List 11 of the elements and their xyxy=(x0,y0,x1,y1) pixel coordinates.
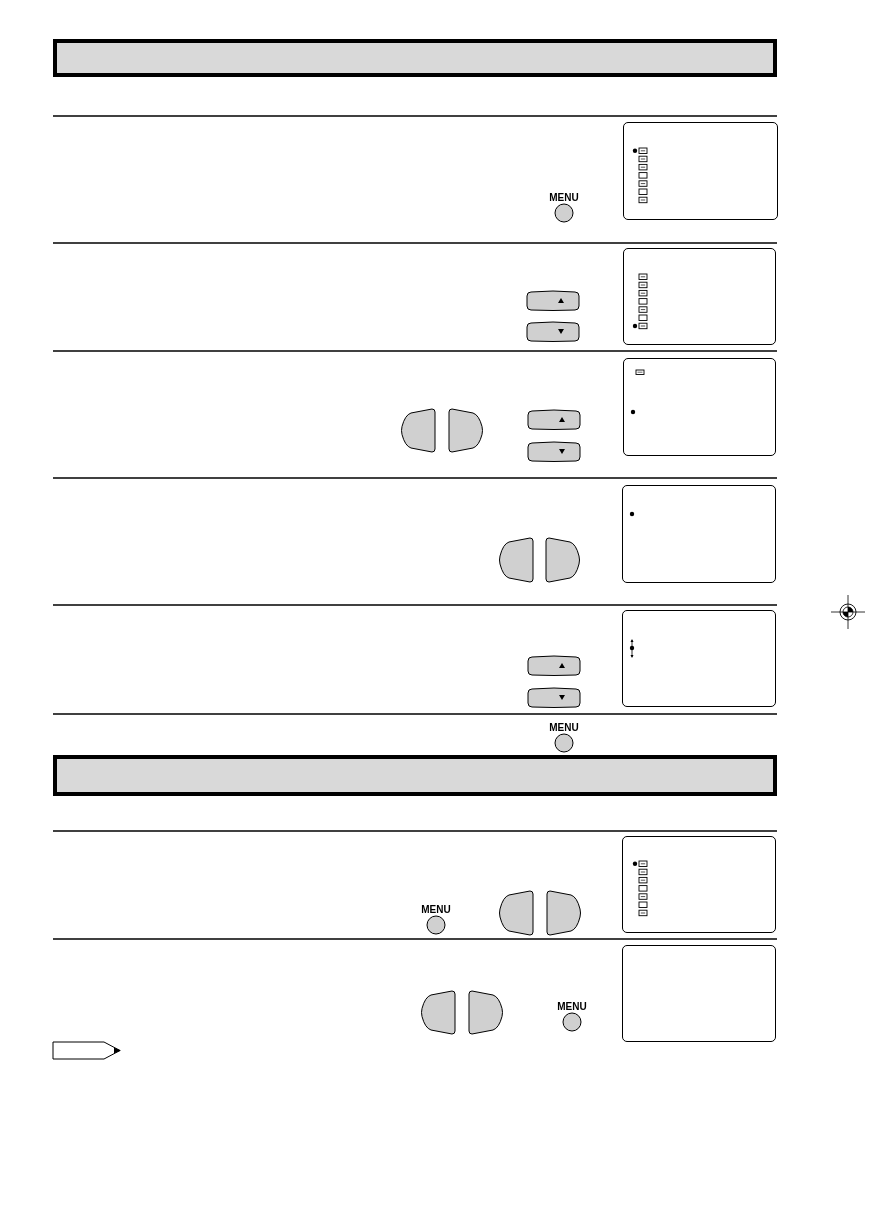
button-label: MENU xyxy=(421,904,451,915)
tv-screen xyxy=(623,122,778,220)
tv-screen xyxy=(622,945,776,1042)
tv-screen xyxy=(622,610,776,707)
button-label: MENU xyxy=(557,1001,587,1012)
button-label: MENU xyxy=(549,722,579,733)
tv-screen xyxy=(623,248,776,345)
tv-screen xyxy=(622,836,776,933)
tv-screen xyxy=(623,358,776,456)
tv-screen xyxy=(622,485,776,583)
button-label: MENU xyxy=(549,192,579,203)
